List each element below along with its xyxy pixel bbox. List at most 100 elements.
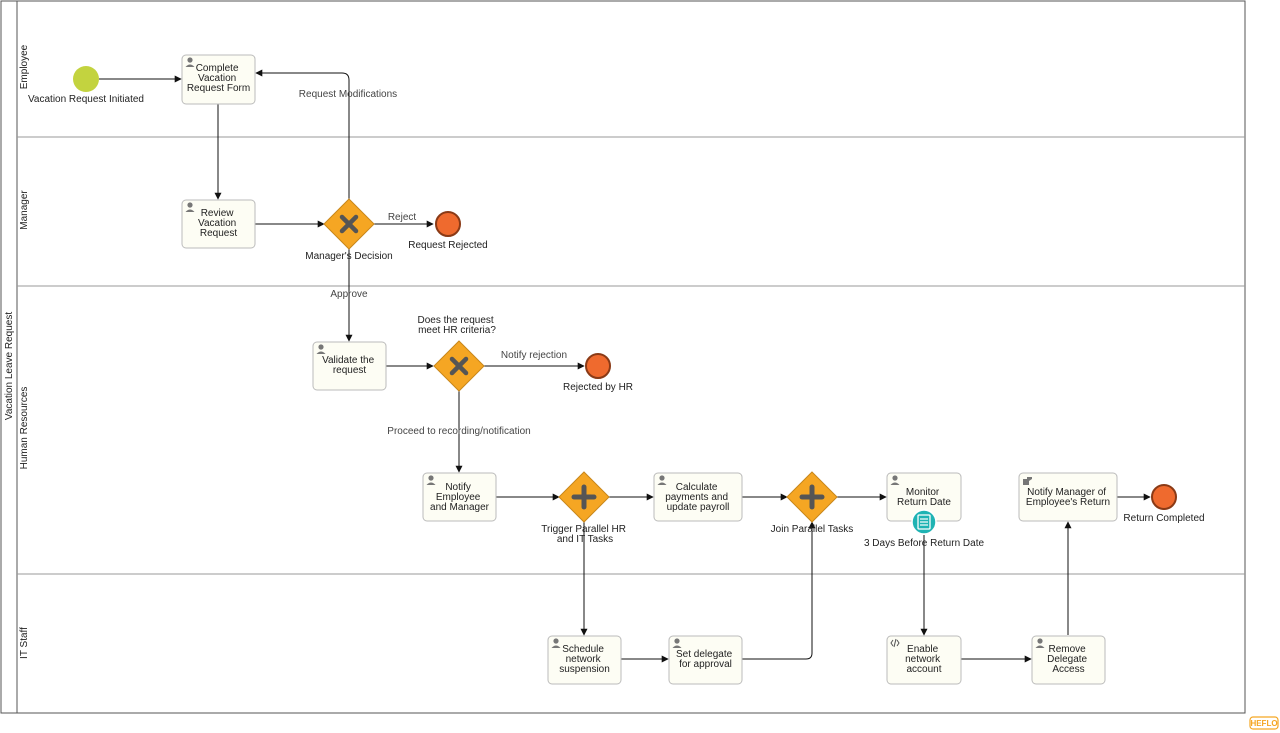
end-event-label: Request Rejected bbox=[408, 240, 488, 251]
svg-text:Notify Employee an: Notify Employee and Manager bbox=[430, 482, 490, 513]
task-line: Monitor bbox=[906, 487, 940, 498]
task-line: suspension bbox=[559, 664, 610, 675]
gateway-manager-decision[interactable] bbox=[323, 198, 375, 250]
lane-label: Manager bbox=[19, 190, 30, 230]
end-event-request-rejected[interactable] bbox=[435, 211, 461, 237]
task-line: account bbox=[906, 664, 941, 675]
gateway-label: meet HR criteria? bbox=[418, 325, 496, 336]
task-schedule[interactable]: Schedule network suspension bbox=[547, 635, 622, 685]
task-line: Vacation bbox=[198, 73, 236, 84]
svg-text:Set delegate for approva: Set delegate for approval bbox=[676, 649, 735, 670]
gateway-label: Join Parallel Tasks bbox=[771, 524, 854, 535]
task-enable[interactable]: Enable network account bbox=[886, 635, 962, 685]
exclusive-x-icon bbox=[339, 214, 359, 234]
task-monitor[interactable]: Monitor Return Date bbox=[886, 472, 962, 522]
task-line: Request Form bbox=[187, 83, 250, 94]
svg-text:Remove Delegate Ac: Remove Delegate Access bbox=[1047, 644, 1090, 675]
task-complete-form[interactable]: Complete Vacation Request Form bbox=[181, 54, 256, 105]
user-icon bbox=[1035, 638, 1045, 648]
svg-text:Manager's Decision: Manager's Decision bbox=[305, 251, 393, 262]
lane-label: Employee bbox=[19, 44, 30, 89]
heflo-logo: HEFLO bbox=[1249, 716, 1279, 730]
hand-icon bbox=[1023, 477, 1032, 485]
user-icon bbox=[890, 475, 900, 485]
end-event-rejected-by-hr[interactable] bbox=[585, 353, 611, 379]
task-line: Employee bbox=[436, 492, 481, 503]
pool-border bbox=[0, 0, 1246, 714]
gateway-trigger-parallel[interactable] bbox=[558, 471, 610, 523]
gateway-join-parallel[interactable] bbox=[786, 471, 838, 523]
gateway-hr-criteria[interactable] bbox=[433, 340, 485, 392]
pool: Vacation Leave Request bbox=[0, 0, 1246, 714]
lane-hr: Human Resources bbox=[17, 387, 1245, 575]
task-line: for approval bbox=[679, 659, 732, 670]
task-line: Request bbox=[200, 228, 237, 239]
task-line: network bbox=[905, 654, 941, 665]
lane-it: IT Staff bbox=[19, 627, 30, 659]
start-event[interactable] bbox=[73, 66, 99, 92]
task-line: Return Date bbox=[897, 497, 951, 508]
flow-delegate-to-join[interactable] bbox=[742, 521, 816, 660]
task-line: Complete bbox=[196, 63, 239, 74]
lane-employee: Employee bbox=[17, 44, 1245, 138]
boundary-timer-event[interactable] bbox=[911, 509, 937, 535]
user-icon bbox=[657, 475, 667, 485]
pool-label: Vacation Leave Request bbox=[4, 312, 15, 420]
svg-text:Validate the request: Validate the request bbox=[322, 355, 377, 376]
task-line: Delegate bbox=[1047, 654, 1087, 665]
svg-text:Schedule network s: Schedule network suspension bbox=[559, 644, 610, 675]
lane-label: Human Resources bbox=[19, 387, 30, 470]
script-icon bbox=[890, 638, 900, 648]
svg-text:Join Parallel Tasks: Join Parallel Tasks bbox=[771, 524, 854, 535]
end-event-label: Return Completed bbox=[1123, 513, 1204, 524]
task-line: Set delegate bbox=[676, 649, 733, 660]
task-calculate[interactable]: Calculate payments and update payroll bbox=[653, 472, 743, 522]
task-line: Enable bbox=[907, 644, 939, 655]
user-icon bbox=[551, 638, 561, 648]
task-line: Notify Manager of bbox=[1027, 487, 1106, 498]
flow-label-request-modifications: Request Modifications bbox=[299, 89, 397, 100]
flow-label-notify-rejection: Notify rejection bbox=[501, 350, 567, 361]
end-event-label: Rejected by HR bbox=[563, 382, 633, 393]
task-review[interactable]: Review Vacation Request bbox=[181, 199, 256, 249]
exclusive-x-icon bbox=[449, 356, 469, 376]
task-line: network bbox=[566, 654, 602, 665]
task-line: Review bbox=[201, 208, 235, 219]
start-event-label: Vacation Request Initiated bbox=[28, 94, 144, 105]
svg-text:Calculate payments and: Calculate payments and update payroll bbox=[665, 482, 731, 513]
task-delegate[interactable]: Set delegate for approval bbox=[668, 635, 743, 685]
user-icon bbox=[426, 475, 436, 485]
lane-manager: Manager bbox=[17, 190, 1245, 287]
lane-label: IT Staff bbox=[19, 627, 30, 659]
task-line: request bbox=[333, 365, 367, 376]
task-validate[interactable]: Validate the request bbox=[312, 341, 387, 391]
task-remove[interactable]: Remove Delegate Access bbox=[1031, 635, 1106, 685]
task-notify-manager[interactable]: Notify Manager of Employee's Return bbox=[1018, 472, 1118, 522]
parallel-plus-icon bbox=[571, 484, 597, 510]
user-icon bbox=[185, 57, 195, 67]
end-event-return-completed[interactable] bbox=[1151, 484, 1177, 510]
task-line: update payroll bbox=[667, 502, 730, 513]
gateway-label: and IT Tasks bbox=[557, 534, 613, 545]
svg-text:Review Vacation Re: Review Vacation Request bbox=[198, 208, 239, 239]
svg-text:Enable network acc: Enable network account bbox=[905, 644, 943, 675]
task-line: Remove bbox=[1048, 644, 1086, 655]
task-line: Calculate bbox=[676, 482, 718, 493]
task-line: Access bbox=[1052, 664, 1084, 675]
flows bbox=[99, 69, 1151, 663]
timer-event-label: 3 Days Before Return Date bbox=[864, 538, 984, 549]
flow-decision-to-form[interactable] bbox=[255, 69, 350, 199]
task-notify[interactable]: Notify Employee and Manager bbox=[422, 472, 497, 522]
flow-label-reject: Reject bbox=[388, 212, 417, 223]
parallel-plus-icon bbox=[799, 484, 825, 510]
gateway-label: Trigger Parallel HR bbox=[541, 524, 626, 535]
flow-label-approve: Approve bbox=[330, 289, 368, 300]
user-icon bbox=[185, 202, 195, 212]
flow-label-proceed: Proceed to recording/notification bbox=[387, 426, 530, 437]
svg-text:Does the request meet HR c: Does the request meet HR criteria? bbox=[418, 315, 497, 336]
task-line: Vacation bbox=[198, 218, 236, 229]
task-line: Validate the bbox=[322, 355, 375, 366]
logo-text: HEFLO bbox=[1250, 719, 1277, 728]
svg-text:Complete Vacation: Complete Vacation Request Form bbox=[187, 63, 250, 94]
